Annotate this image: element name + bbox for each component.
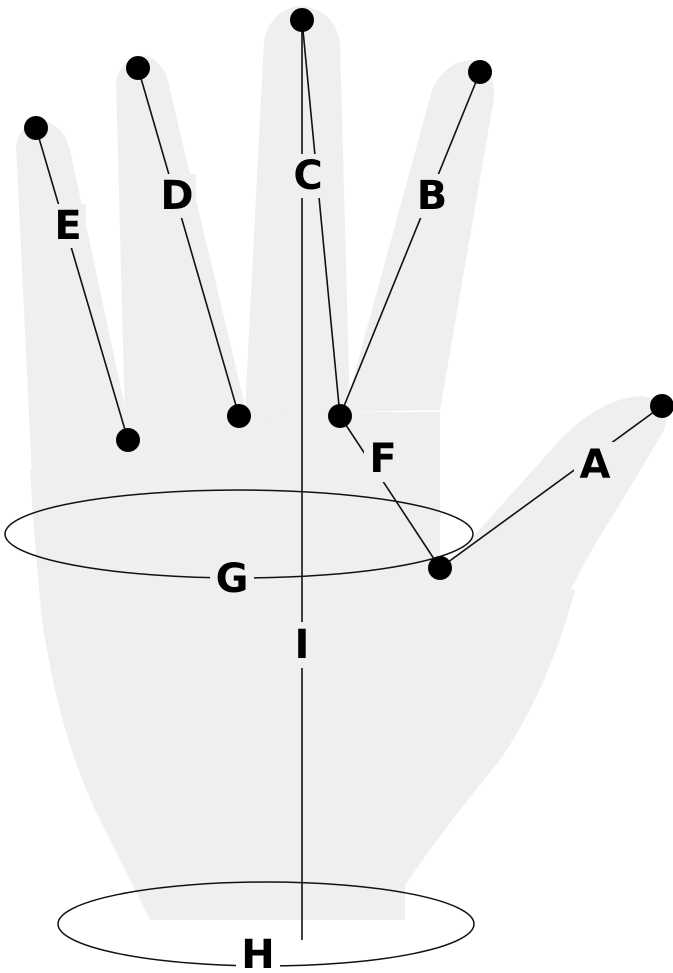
ring-base-point xyxy=(227,404,251,428)
pinky-length-line-e xyxy=(35,127,129,441)
ring-finger xyxy=(116,55,246,460)
pinky-base-point xyxy=(116,428,140,452)
hand-silhouette xyxy=(16,6,667,920)
palm-width-line-f xyxy=(339,415,441,569)
label-c: C xyxy=(293,153,322,199)
pinky-tip-point xyxy=(24,116,48,140)
index-finger xyxy=(344,60,495,412)
label-i: I xyxy=(295,622,310,668)
middle-base-point xyxy=(328,404,352,428)
index-tip-point xyxy=(468,60,492,84)
ring-length-line-d xyxy=(137,67,240,417)
label-e: E xyxy=(54,203,81,249)
measurement-points xyxy=(24,8,673,580)
label-d: D xyxy=(160,173,193,219)
index-length-line-b xyxy=(339,71,481,417)
thumb-length-line-a xyxy=(439,405,663,569)
label-b: B xyxy=(417,173,448,219)
thumb-base-point xyxy=(428,556,452,580)
middle-length-line-c xyxy=(301,19,341,417)
thumb-tip-point xyxy=(650,394,673,418)
label-h: H xyxy=(241,932,274,973)
middle-finger xyxy=(244,6,350,430)
label-f: F xyxy=(369,436,396,482)
label-g: G xyxy=(216,556,249,602)
label-a: A xyxy=(580,442,611,488)
measurement-labels: E D C B F A G I H xyxy=(50,153,616,973)
middle-tip-point xyxy=(290,8,314,32)
ring-tip-point xyxy=(126,56,150,80)
